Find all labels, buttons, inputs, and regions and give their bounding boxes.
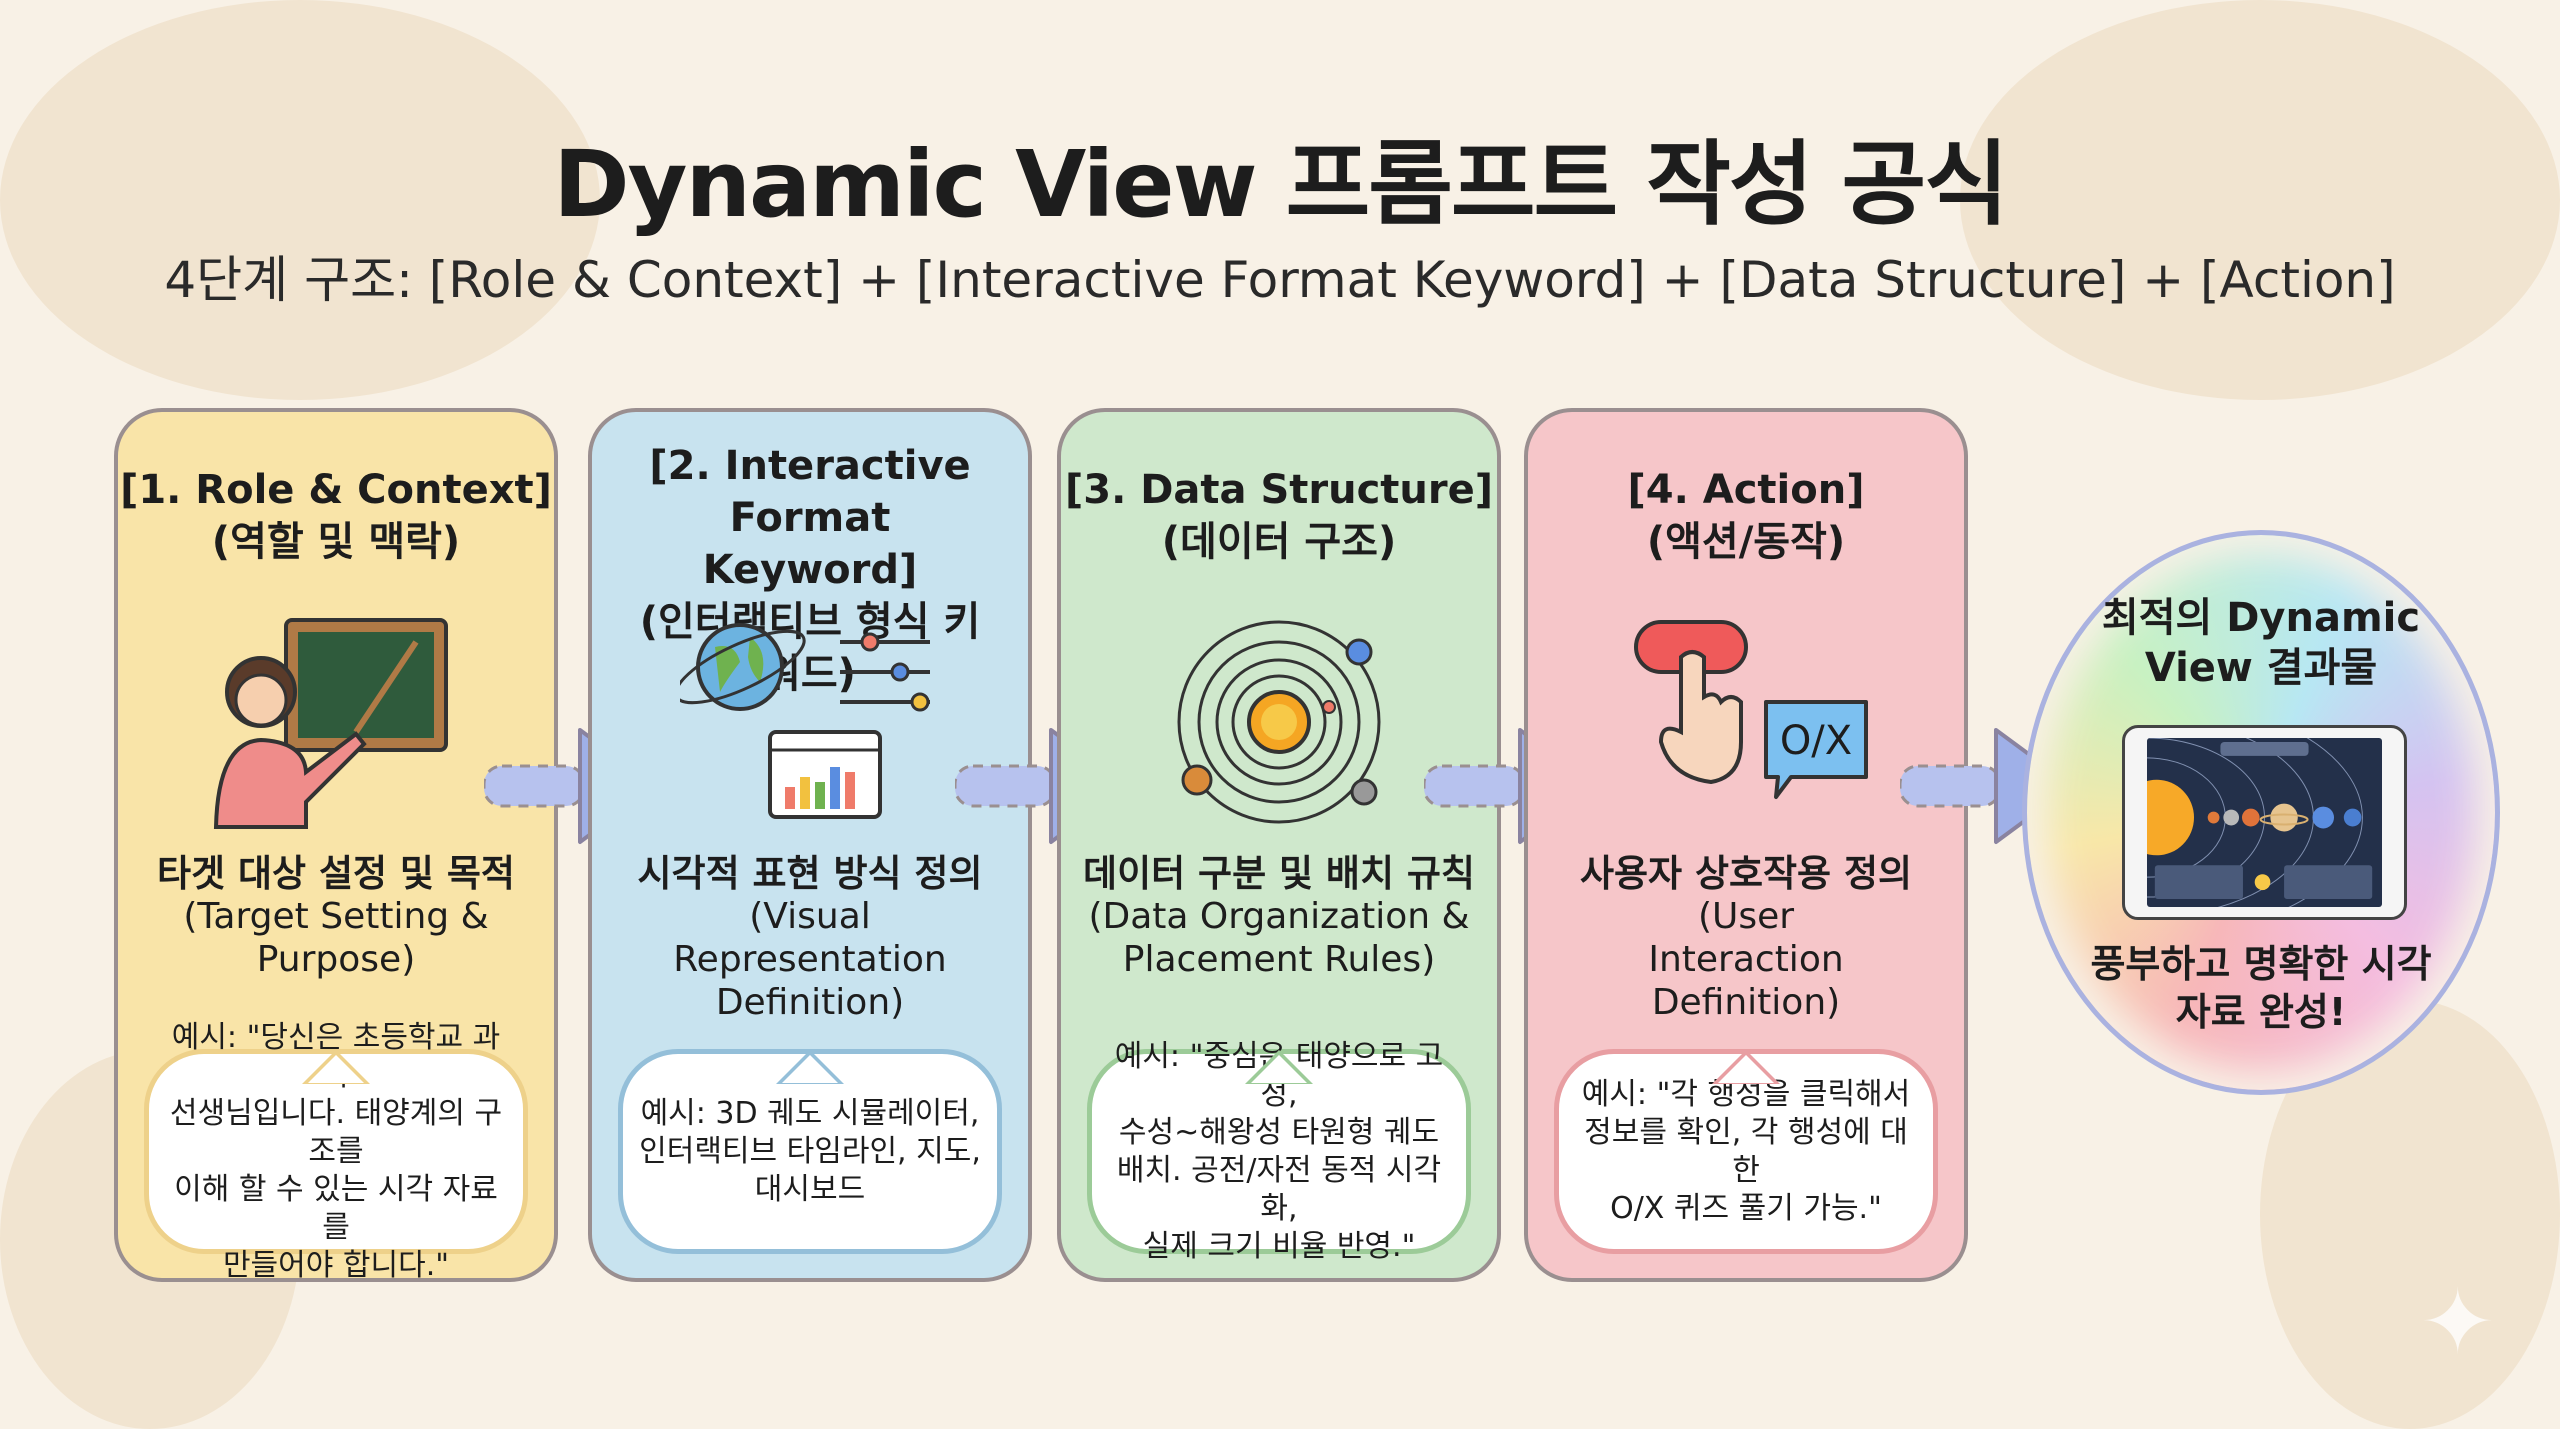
page-subtitle: 4단계 구조: [Role & Context] + [Interactive … (164, 251, 2396, 309)
step-title-ko: (역할 및 맥락) (211, 519, 461, 565)
click-quiz-icon: O/X (1634, 620, 1868, 799)
step-title: [1. Role & Context] (120, 467, 552, 513)
step-description: 사용자 상호작용 정의 (User Interaction Definition… (1528, 852, 1964, 1024)
step-description: 데이터 구분 및 배치 규칙 (Data Organization & Plac… (1061, 852, 1497, 981)
step-description: 시각적 표현 방식 정의 (Visual Representation Defi… (592, 852, 1028, 1024)
page-title: Dynamic View 프롬프트 작성 공식 (553, 131, 2009, 238)
step-card-action: [4. Action] (액션/동작) O/X 사용자 상호작용 정의 (Use… (1524, 408, 1968, 1282)
teacher-icon (213, 618, 448, 829)
step-desc-ko: 시각적 표현 방식 정의 (637, 852, 983, 895)
step-card-role-context: [1. Role & Context] (역할 및 맥락) 타겟 대상 설정 및… (114, 408, 558, 1283)
example-bubble: 예시: "당신은 초등학교 과학 선생님입니다. 태양계의 구조를 이해 할 수… (144, 1020, 528, 1283)
example-bubble: 예시: 3D 궤도 시뮬레이터, 인터랙티브 타임라인, 지도, 대시보드 (618, 1049, 1002, 1254)
step-title: [4. Action] (1627, 467, 1865, 513)
solar-system-icon (1177, 620, 1381, 824)
step-title-block: [4. Action] (액션/동작) (1528, 464, 1964, 568)
tablet-solar-system-icon (2122, 725, 2407, 920)
step-title: [3. Data Structure] (1064, 467, 1494, 513)
step-title-ko: (액션/동작) (1646, 519, 1846, 565)
result-subtitle: 풍부하고 명확한 시각 자료 완성! (2090, 942, 2432, 1034)
step-desc-en: (Visual Representation Definition) (673, 896, 947, 1023)
background-blob (1960, 0, 2560, 400)
step-desc-en: (Target Setting & Purpose) (183, 896, 489, 980)
example-bubble: 예시: "각 행성을 클릭해서 정보를 확인, 각 행성에 대한 O/X 퀴즈 … (1554, 1049, 1938, 1254)
step-title-block: [3. Data Structure] (데이터 구조) (1061, 464, 1497, 568)
step-title-block: [1. Role & Context] (역할 및 맥락) (118, 464, 554, 568)
globe-sliders-dashboard-icon (680, 623, 930, 819)
step-desc-en: (User Interaction Definition) (1648, 896, 1844, 1023)
tablet-screen (2147, 738, 2382, 907)
step-card-data-structure: [3. Data Structure] (데이터 구조) 데이터 구분 및 배치… (1057, 408, 1501, 1282)
step-title-ko: (데이터 구조) (1161, 519, 1397, 565)
step-desc-ko: 데이터 구분 및 배치 규칙 (1083, 852, 1475, 895)
example-bubble: 예시: "중심은 태양으로 고정, 수성~해왕성 타원형 궤도 배치. 공전/자… (1087, 1039, 1471, 1264)
sparkle-icon: ✦ (2420, 1270, 2496, 1375)
step-title-ko: (인터랙티브 형식 키워드) (639, 599, 981, 697)
quiz-label: O/X (1780, 718, 1852, 764)
step-desc-ko: 타겟 대상 설정 및 목적 (157, 852, 515, 895)
step-description: 타겟 대상 설정 및 목적 (Target Setting & Purpose) (118, 852, 554, 981)
solar-system-illustration (2147, 738, 2373, 907)
result-title: 최적의 Dynamic View 결과물 (2101, 595, 2421, 691)
step-desc-ko: 사용자 상호작용 정의 (1579, 852, 1913, 895)
step-desc-en: (Data Organization & Placement Rules) (1088, 896, 1470, 980)
step-card-interactive-format: [2. Interactive Format Keyword] (인터랙티브 형… (588, 408, 1032, 1282)
background-blob (0, 0, 600, 400)
step-title: [2. Interactive Format Keyword] (649, 443, 971, 593)
step-title-block: [2. Interactive Format Keyword] (인터랙티브 형… (592, 440, 1028, 700)
result-circle: 최적의 Dynamic View 결과물 풍부하고 명확한 시각 자료 완성! (2022, 530, 2500, 1095)
